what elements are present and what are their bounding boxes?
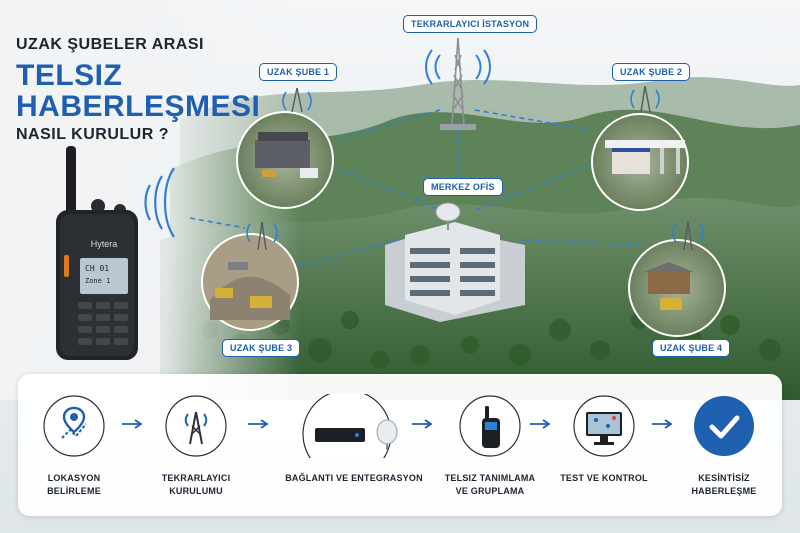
arrow-right-icon	[412, 419, 433, 429]
page-title: UZAK ŞUBELER ARASI TELSIZ HABERLEŞMESI N…	[16, 36, 261, 144]
arrow-right-icon	[122, 419, 143, 429]
tag-branch1: UZAK ŞUBE 1	[259, 63, 338, 81]
branch4-scene	[628, 239, 726, 337]
step-5-line1: TEST VE KONTROL	[560, 473, 648, 483]
tag-repeater: TEKRARLAYICI İSTASYON	[403, 15, 538, 33]
radio-zone: Zone 1	[85, 277, 110, 285]
handheld-radio-icon	[458, 394, 522, 458]
step-4: TELSIZ TANIMLAMA VE GRUPLAMA	[430, 394, 550, 498]
branch2-scene	[591, 113, 689, 211]
step-4-line1: TELSIZ TANIMLAMA	[444, 473, 536, 483]
arrow-right-icon	[530, 419, 551, 429]
step-1-line1: LOKASYON	[47, 473, 101, 483]
step-5: TEST VE KONTROL	[544, 394, 664, 485]
signal-waves-icon	[425, 49, 491, 85]
arrow-right-icon	[248, 419, 269, 429]
step-6: KESİNTİSİZ HABERLEŞME	[664, 394, 784, 498]
radio-channel: CH 01	[85, 264, 109, 273]
step-2: TEKRARLAYICI KURULUMU	[136, 394, 256, 498]
title-line3: HABERLEŞMESI	[16, 90, 261, 123]
tag-branch3: UZAK ŞUBE 3	[222, 339, 301, 357]
step-2-line1: TEKRARLAYICI	[161, 473, 231, 483]
step-1: LOKASYON BELİRLEME	[14, 394, 134, 498]
tag-branch2: UZAK ŞUBE 2	[612, 63, 691, 81]
step-2-line2: KURULUMU	[169, 486, 223, 496]
step-6-line1: KESİNTİSİZ	[698, 473, 750, 483]
tag-hq: MERKEZ OFİS	[423, 178, 503, 196]
steps-panel: LOKASYON BELİRLEME TEKRARLAYICI KURULUMU	[18, 374, 782, 516]
step-3: BAĞLANTI VE ENTEGRASYON	[276, 389, 446, 485]
monitor-map-icon	[572, 394, 636, 458]
arrow-right-icon	[652, 419, 673, 429]
map-pin-icon	[42, 394, 106, 458]
title-line4: NASIL KURULUR ?	[16, 126, 169, 143]
title-line2: TELSIZ	[16, 59, 123, 92]
radio-brand: Hytera	[91, 239, 118, 249]
branch1-scene	[236, 111, 334, 209]
router-dish-icon	[301, 389, 421, 479]
antenna-tower-icon	[164, 394, 228, 458]
title-line1: UZAK ŞUBELER ARASI	[16, 36, 204, 53]
step-6-line2: HABERLEŞME	[691, 486, 757, 496]
step-1-line2: BELİRLEME	[47, 486, 101, 496]
tag-branch4: UZAK ŞUBE 4	[652, 339, 731, 357]
branch3-scene	[201, 233, 299, 331]
step-3-line1: BAĞLANTI VE ENTEGRASYON	[285, 473, 423, 483]
handheld-radio: Hytera CH 01 Zone 1	[56, 146, 138, 360]
hq-building	[385, 202, 525, 322]
repeater-tower-icon	[451, 37, 465, 126]
checkmark-icon	[692, 394, 756, 458]
radio-signal-icon	[144, 167, 175, 238]
step-4-line2: VE GRUPLAMA	[455, 486, 525, 496]
